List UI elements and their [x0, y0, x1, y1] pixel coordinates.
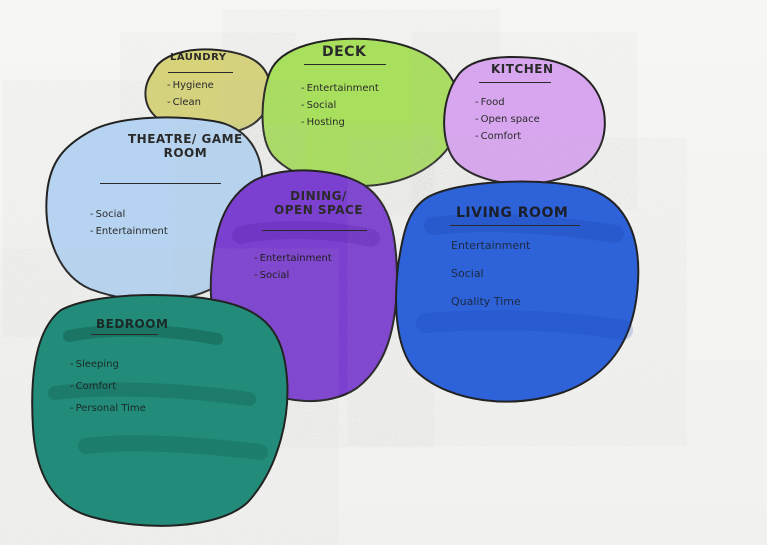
kitchen-items: -Food -Open space -Comfort: [475, 98, 540, 149]
laundry-item: -Clean: [167, 97, 201, 108]
deck-item: -Hosting: [301, 117, 345, 128]
deck-items: -Entertainment -Social -Hosting: [301, 84, 379, 135]
bedroom-title: BEDROOM: [96, 317, 169, 331]
laundry-title: LAUNDRY: [170, 52, 227, 63]
living-bubble: [395, 180, 640, 403]
kitchen-item: -Food: [475, 97, 505, 108]
deck-title: DECK: [322, 44, 367, 60]
living-title-underline: [450, 225, 580, 226]
theatre-title: THEATRE/ GAME ROOM: [128, 132, 243, 160]
dining-items: -Entertainment -Social: [254, 254, 332, 288]
living-item: Social: [451, 267, 484, 280]
dining-title: DINING/ OPEN SPACE: [274, 189, 364, 217]
living-items: Entertainment Social Quality Time: [451, 240, 530, 314]
living-item: Entertainment: [451, 239, 531, 252]
laundry-item: -Hygiene: [167, 80, 214, 91]
kitchen-item: -Open space: [475, 114, 540, 125]
deck-title-underline: [304, 64, 386, 65]
kitchen-item: -Comfort: [475, 131, 522, 142]
bedroom-item: -Personal Time: [70, 403, 146, 414]
laundry-items: -Hygiene -Clean: [167, 81, 214, 115]
theatre-items: -Social -Entertainment: [90, 210, 168, 244]
kitchen-bubble: [443, 55, 606, 186]
bedroom-item: -Sleeping: [70, 359, 119, 370]
deck-item: -Entertainment: [301, 83, 379, 94]
bedroom-bubble: [31, 293, 289, 527]
living-title: LIVING ROOM: [456, 205, 569, 221]
dining-item: -Social: [254, 270, 290, 281]
dining-title-underline: [262, 230, 367, 231]
laundry-bubble: [144, 48, 272, 135]
bedroom-items: -Sleeping -Comfort -Personal Time: [70, 360, 146, 421]
laundry-title-underline: [168, 72, 233, 73]
theatre-title-underline: [100, 183, 221, 184]
living-item: Quality Time: [451, 295, 521, 308]
dining-item: -Entertainment: [254, 253, 332, 264]
deck-item: -Social: [301, 100, 337, 111]
bedroom-title-underline: [91, 334, 158, 335]
theatre-item: -Social: [90, 209, 126, 220]
kitchen-title-underline: [479, 82, 551, 83]
bedroom-item: -Comfort: [70, 381, 117, 392]
theatre-item: -Entertainment: [90, 226, 168, 237]
kitchen-title: KITCHEN: [491, 62, 554, 76]
